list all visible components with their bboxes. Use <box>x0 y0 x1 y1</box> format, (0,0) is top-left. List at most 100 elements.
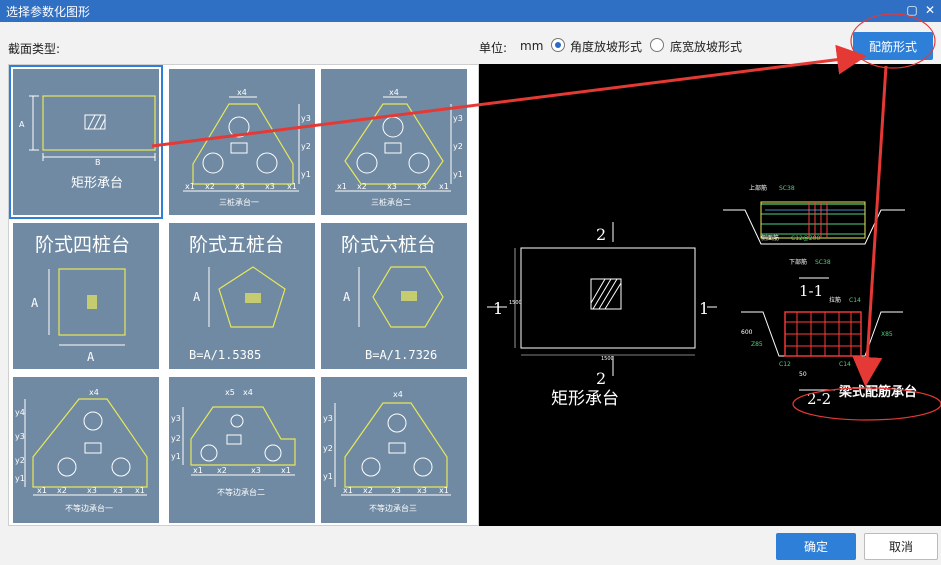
tile-8-caption: 不等边承台三 <box>369 503 417 513</box>
tile-2-caption: 三桩承台二 <box>371 197 411 207</box>
detail-tag-4: 下部筋 <box>789 258 807 266</box>
shape-tile-stepped-five[interactable]: 阶式五桩台 A B=A/1.5385 <box>169 223 315 369</box>
preview-annotation: 梁式配筋承台 <box>838 384 917 400</box>
title-bar: 选择参数化图形 ▢ ✕ <box>0 0 941 22</box>
tile-3-caption: 阶式四桩台 <box>35 234 130 256</box>
preview-canvas: 2 2 1 1 1500 1500 矩形承台 上部筋 SC38 侧面筋 C12@… <box>479 64 941 526</box>
detail-bottom-label: 2-2 <box>807 390 831 408</box>
ok-button[interactable]: 确定 <box>776 533 856 560</box>
preview-section-top: 2 <box>596 225 606 244</box>
radio-angle-slope[interactable] <box>551 38 565 52</box>
tile-8-dim-x1a: x1 <box>343 486 353 495</box>
detail-tag-9: Z85 <box>751 341 763 348</box>
tile-5-caption: 阶式六桩台 <box>341 234 436 256</box>
section-type-label: 截面类型: <box>8 42 61 56</box>
tile-6-dim-y4: y4 <box>15 408 25 417</box>
detail-tag-13: 50 <box>799 371 807 378</box>
tile-6-dim-y1: y1 <box>15 474 25 483</box>
unit-value: mm <box>520 39 544 53</box>
tile-7-caption: 不等边承台二 <box>217 487 265 497</box>
tile-1-caption: 三桩承台一 <box>219 197 259 207</box>
tile-5-dim-a: A <box>343 290 351 304</box>
tile-7-dim-x2: x2 <box>217 466 227 475</box>
preview-width-dim: 1500 <box>601 356 614 362</box>
preview-section-left: 1 <box>493 299 503 318</box>
close-icon[interactable]: ✕ <box>924 3 936 17</box>
tile-7-dim-x4: x4 <box>243 388 253 397</box>
tile-6-dim-y2: y2 <box>15 456 25 465</box>
tile-6-dim-x3b: x3 <box>113 486 123 495</box>
shape-tile-unequal-3[interactable]: x4 y3 y2 y1 x1 x2 x3 x3 x1 不等边承台三 <box>321 377 467 523</box>
tile-2-dim-x3b: x3 <box>417 182 427 191</box>
tile-7-dim-x5: x5 <box>225 388 235 397</box>
tile-5-formula: B=A/1.7326 <box>365 348 437 362</box>
tile-2-dim-x1a: x1 <box>337 182 347 191</box>
tile-6-dim-x1a: x1 <box>37 486 47 495</box>
tile-6-dim-y3: y3 <box>15 432 25 441</box>
shape-tile-stepped-four[interactable]: 阶式四桩台 A A <box>13 223 159 369</box>
tile-7-dim-x3: x3 <box>251 466 261 475</box>
detail-tag-11: C14 <box>839 361 851 368</box>
tile-7-dim-x1a: x1 <box>193 466 203 475</box>
tile-7-dim-y1: y1 <box>171 452 181 461</box>
tile-1-dim-y1: y1 <box>301 170 311 179</box>
tile-0-caption: 矩形承台 <box>71 176 123 191</box>
shape-tile-unequal-2[interactable]: x5 x4 y3 y2 y1 x1 x2 x3 x1 不等边承台二 <box>169 377 315 523</box>
shape-tile-three-pile-2[interactable]: x4 y3 y2 y1 x1 x2 x3 x3 x1 三桩承台二 <box>321 69 467 215</box>
tile-6-dim-x1b: x1 <box>135 486 145 495</box>
detail-tag-12: X85 <box>881 331 893 338</box>
radio-angle-slope-label[interactable]: 角度放坡形式 <box>570 40 643 54</box>
tile-4-formula: B=A/1.5385 <box>189 348 261 362</box>
detail-tag-2: 侧面筋 <box>761 234 779 242</box>
cancel-button[interactable]: 取消 <box>864 533 938 560</box>
preview-section-right: 1 <box>699 299 709 318</box>
tile-8-dim-y3: y3 <box>323 414 333 423</box>
shape-tile-stepped-six[interactable]: 阶式六桩台 A B=A/1.7326 <box>321 223 467 369</box>
detail-tag-0: 上部筋 <box>749 184 767 192</box>
preview-height-dim: 1500 <box>509 300 522 306</box>
shape-gallery: A B 矩形承台 x4 y3 y2 y1 x1 x2 x3 x3 x1 三桩 <box>8 64 479 526</box>
tile-1-dim-x1b: x1 <box>287 182 297 191</box>
tile-6-dim-x4: x4 <box>89 388 99 397</box>
detail-tag-7: C14 <box>849 297 861 304</box>
tile-1-dim-x3a: x3 <box>235 182 245 191</box>
tile-3-dim-a: A <box>31 296 39 310</box>
detail-tag-5: SC38 <box>815 259 831 266</box>
tile-4-caption: 阶式五桩台 <box>189 234 284 256</box>
detail-tag-1: SC38 <box>779 185 795 192</box>
shape-tile-rectangle[interactable]: A B 矩形承台 <box>9 65 163 219</box>
maximize-icon[interactable]: ▢ <box>906 3 918 17</box>
tile-0-dim-b: B <box>95 158 101 167</box>
tile-4-dim-a: A <box>193 290 201 304</box>
tile-7-dim-y3: y3 <box>171 414 181 423</box>
detail-tag-3: C12@200 <box>791 235 820 242</box>
tile-8-dim-x3b: x3 <box>417 486 427 495</box>
window-title: 选择参数化图形 <box>6 5 91 19</box>
tile-6-dim-x2: x2 <box>57 486 67 495</box>
tile-2-dim-x2: x2 <box>357 182 367 191</box>
shape-tile-three-pile-1[interactable]: x4 y3 y2 y1 x1 x2 x3 x3 x1 三桩承台一 <box>169 69 315 215</box>
tile-8-dim-x4: x4 <box>393 390 403 399</box>
tile-1-dim-x1a: x1 <box>185 182 195 191</box>
preview-section-bottom: 2 <box>596 369 606 388</box>
tile-8-dim-y2: y2 <box>323 444 333 453</box>
tile-0-dim-a: A <box>19 120 25 129</box>
tile-1-dim-x4: x4 <box>237 88 247 97</box>
tile-6-dim-x3a: x3 <box>87 486 97 495</box>
tile-1-dim-y3: y3 <box>301 114 311 123</box>
tile-7-dim-y2: y2 <box>171 434 181 443</box>
tile-8-dim-x3a: x3 <box>391 486 401 495</box>
radio-bottom-width-slope[interactable] <box>650 38 664 52</box>
tile-8-dim-x1b: x1 <box>439 486 449 495</box>
tile-1-dim-x3b: x3 <box>265 182 275 191</box>
shape-tile-unequal-1[interactable]: x4 y4 y3 y2 y1 x1 x2 x3 x3 x1 不等边承台一 <box>13 377 159 523</box>
tile-2-dim-x3a: x3 <box>387 182 397 191</box>
rebar-form-button[interactable]: 配筋形式 <box>853 32 933 60</box>
unit-label: 单位: <box>479 41 508 55</box>
tile-2-dim-y1: y1 <box>453 170 463 179</box>
detail-tag-8: 600 <box>741 329 753 336</box>
tile-3-dim-b: A <box>87 350 95 364</box>
tile-6-caption: 不等边承台一 <box>65 503 113 513</box>
tile-2-dim-x1b: x1 <box>439 182 449 191</box>
radio-bottom-width-slope-label[interactable]: 底宽放坡形式 <box>670 40 743 54</box>
